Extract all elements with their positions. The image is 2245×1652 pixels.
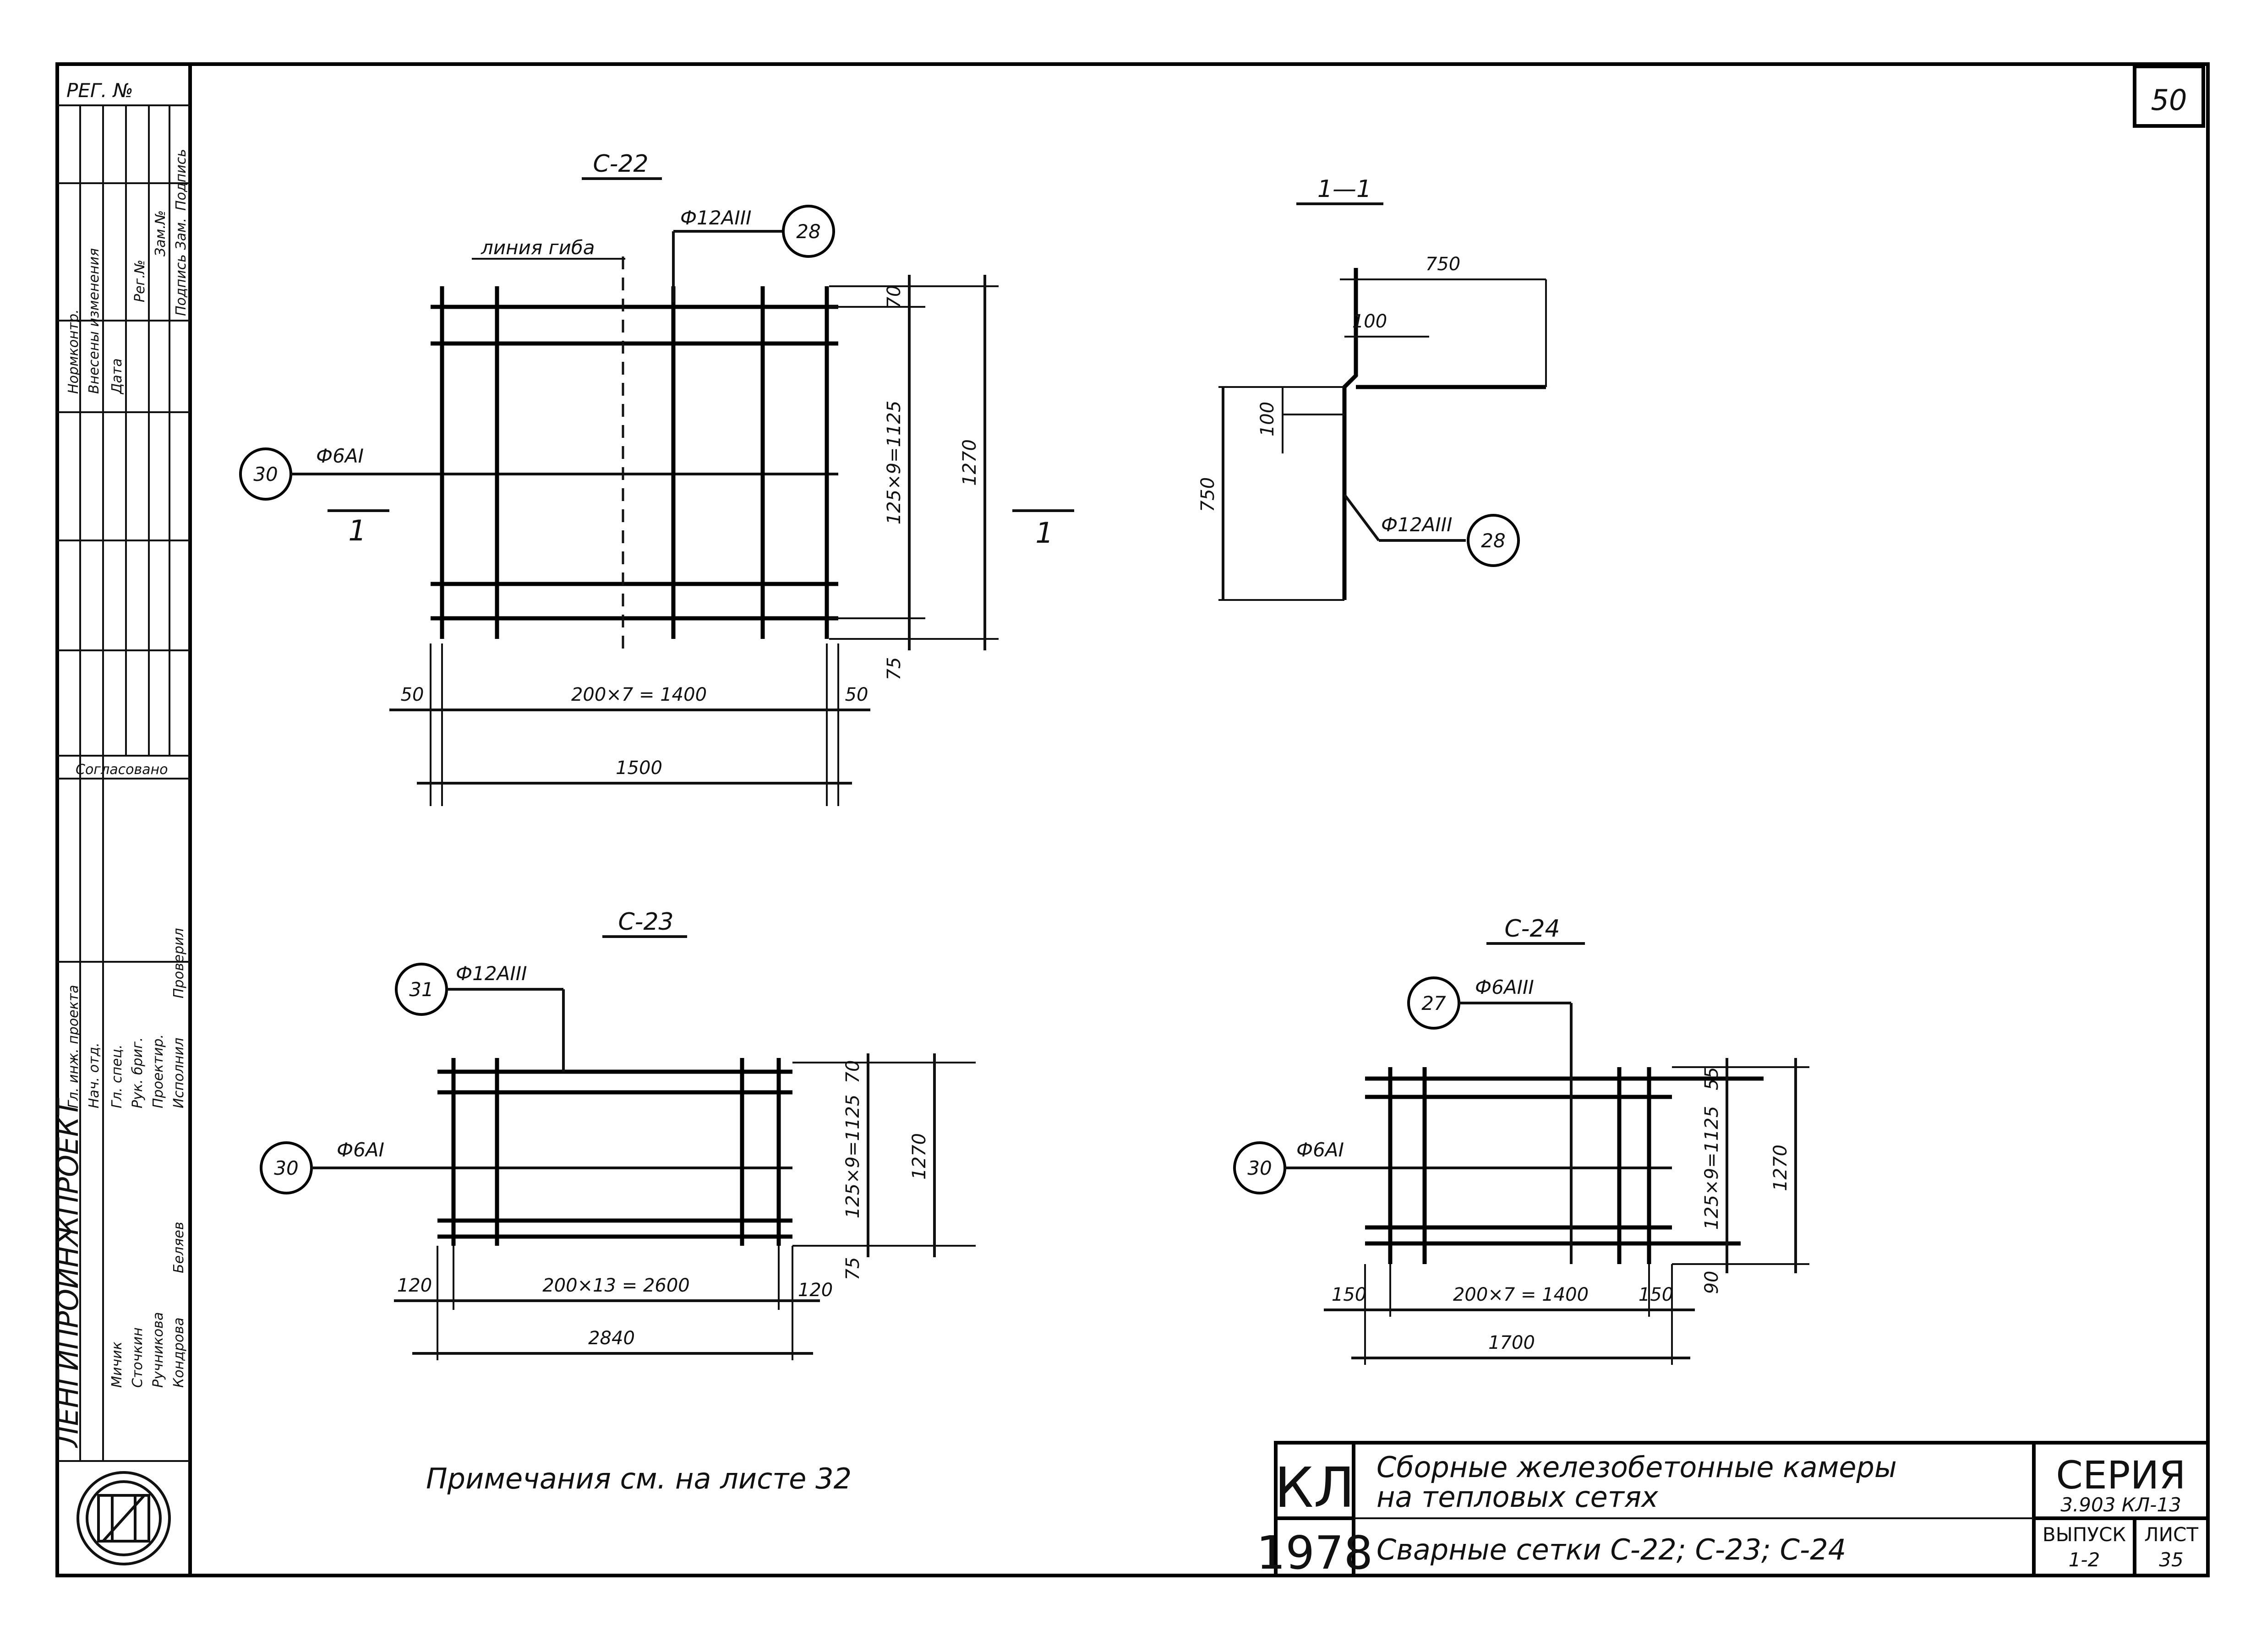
- c24-dim-total-x: 1700: [1488, 1332, 1535, 1353]
- c22-rebar-trans: Ф6АI: [316, 445, 364, 467]
- name-4: Беляев: [171, 1222, 187, 1273]
- c22-rebar-trans-pos: 30: [253, 463, 278, 485]
- c24-rebar-long: Ф6АIII: [1475, 976, 1534, 998]
- tb-issue-value: 1-2: [2069, 1548, 2100, 1571]
- role-6: Проверил: [171, 928, 187, 998]
- c22-dim-spacing-x: 200×7 = 1400: [571, 684, 707, 705]
- c22-dim-edge-right: 50: [845, 684, 869, 705]
- c23-rebar-trans-pos: 30: [274, 1157, 298, 1179]
- tb-series-label: СЕРИЯ: [2056, 1453, 2186, 1498]
- c24-rebar-trans: Ф6АI: [1296, 1139, 1344, 1161]
- c22-section-mark-right: 1: [1035, 516, 1053, 550]
- c24-dim-spacing-x: 200×7 = 1400: [1453, 1284, 1589, 1305]
- name-0: Мичик: [109, 1341, 125, 1388]
- registration-label: РЕГ. №: [66, 79, 133, 102]
- c23-rebar-long: Ф12АIII: [456, 962, 527, 985]
- section-pos-bubble: [1467, 514, 1520, 567]
- organization-logo: [76, 1471, 171, 1565]
- c24-dim-bottom: 90: [1701, 1271, 1722, 1294]
- sheet-frame: [188, 62, 2210, 1577]
- c22-title: С-22: [593, 150, 648, 178]
- name-3: Кондрова: [171, 1318, 187, 1388]
- c24-dim-total-y: 1270: [1770, 1145, 1791, 1191]
- sheet-number-box: [2133, 65, 2205, 128]
- c24-rebar-trans-pos: 30: [1247, 1157, 1272, 1179]
- c22-dim-total-x: 1500: [616, 758, 662, 779]
- tb-sheet-label: ЛИСТ: [2144, 1523, 2198, 1546]
- tb-issue-label: ВЫПУСК: [2043, 1523, 2126, 1546]
- c22-dim-total-y: 1270: [959, 439, 980, 486]
- c23-rebar-trans: Ф6АI: [337, 1139, 384, 1161]
- tb-title-line1: Сборные железобетонные камеры: [1376, 1450, 1897, 1484]
- c23-dim-edge-left: 120: [397, 1275, 432, 1296]
- c23-dim-total-x: 2840: [588, 1328, 635, 1349]
- c24-dim-edge-right: 150: [1639, 1284, 1673, 1305]
- c24-dim-edge-left: 150: [1332, 1284, 1366, 1305]
- change-header-2: Дата: [109, 358, 125, 395]
- name-1: Сточкин: [130, 1327, 146, 1388]
- c23-dim-spacing-x: 200×13 = 2600: [542, 1275, 690, 1296]
- tb-code: КЛ: [1274, 1456, 1355, 1520]
- tb-subtitle: Сварные сетки С-22; С-23; С-24: [1376, 1533, 1846, 1566]
- section-rebar-pos: 28: [1481, 529, 1505, 552]
- name-2: Ручникова: [150, 1312, 166, 1388]
- c22-section-mark-left: 1: [348, 514, 366, 547]
- mesh-c22: С-22 линия гиба Ф12АIII 28 30 Ф6АI 1 1: [239, 150, 1074, 806]
- sheet-number: 50: [2151, 83, 2187, 117]
- c22-pos-bubble-long: [782, 205, 835, 258]
- change-header-1: Внесены изменения: [86, 248, 102, 394]
- c24-rebar-long-pos: 27: [1421, 992, 1446, 1014]
- role-3: Рук. бриг.: [130, 1037, 146, 1108]
- change-header-3: Рег.№: [132, 260, 148, 302]
- tb-title-line2: на тепловых сетях: [1376, 1480, 1659, 1514]
- side-stamp: РЕГ. № Нормконтр. Внесены изменения Дата…: [51, 62, 192, 1577]
- tb-series-value: 3.903 КЛ-13: [2060, 1494, 2181, 1516]
- section-dim-corner-h: 100: [1352, 311, 1387, 332]
- section-1-1: 1—1 750 100 100 750 Ф12АIII 28: [1197, 175, 1547, 601]
- c23-dim-total-y: 1270: [909, 1133, 930, 1180]
- c24-dim-top: 55: [1701, 1067, 1722, 1090]
- c23-title: С-23: [618, 908, 673, 936]
- role-0: Гл. инж. проекта: [66, 985, 82, 1108]
- change-header-4: Зам.№: [153, 210, 169, 256]
- c22-bend-line-label: линия гиба: [481, 236, 595, 259]
- section-dim-left: 750: [1197, 477, 1218, 512]
- mesh-c23: С-23 31 Ф12АIII 30 Ф6АI 200×13 = 2600 12…: [260, 908, 976, 1360]
- c23-dim-spacing-y: 125×9=1125: [842, 1095, 863, 1219]
- change-header-0: Нормконтр.: [66, 309, 82, 394]
- c22-dim-edge-left: 50: [401, 684, 424, 705]
- c23-dim-bottom: 75: [842, 1257, 863, 1281]
- c23-rebar-long-pos: 31: [409, 978, 433, 1001]
- section-1-1-title: 1—1: [1317, 175, 1371, 203]
- tb-year: 1978: [1256, 1526, 1373, 1580]
- sheet-note: Примечания см. на листе 32: [426, 1462, 852, 1495]
- role-4: Проектир.: [150, 1034, 166, 1108]
- organization-name: ЛЕНГИПРОИНЖПРОЕКТ: [51, 1097, 85, 1448]
- section-rebar: Ф12АIII: [1381, 513, 1453, 536]
- section-bent-rebar-v: [1342, 268, 1358, 600]
- change-header-6: Подпись Зам.: [173, 218, 189, 316]
- c22-rebar-long: Ф12АIII: [680, 207, 752, 229]
- c22-rebar-long-pos: 28: [796, 220, 820, 243]
- role-5: Исполнил: [171, 1038, 187, 1108]
- mesh-c24: С-24 27 Ф6АIII 30 Ф6АI 200×7 = 1400 150 …: [1233, 915, 1809, 1365]
- change-header-5: Подпись: [173, 149, 189, 211]
- section-dim-corner-v: 100: [1257, 402, 1278, 436]
- c23-dim-top: 70: [842, 1060, 863, 1084]
- tb-sheet-value: 35: [2159, 1548, 2183, 1571]
- c22-dim-spacing-y: 125×9=1125: [884, 401, 905, 525]
- c22-dim-bottom: 75: [884, 657, 905, 681]
- agreed-label: Согласовано: [76, 762, 168, 778]
- c24-title: С-24: [1504, 915, 1560, 943]
- c24-dim-spacing-y: 125×9=1125: [1701, 1106, 1722, 1230]
- role-2: Гл. спец.: [109, 1045, 125, 1108]
- role-1: Нач. отд.: [86, 1042, 102, 1108]
- section-dim-top: 750: [1426, 254, 1460, 275]
- c23-dim-edge-right: 120: [798, 1280, 833, 1301]
- title-block: КЛ 1978 Сборные железобетонные камеры на…: [1256, 1441, 2210, 1580]
- c22-dim-top: 70: [884, 285, 905, 309]
